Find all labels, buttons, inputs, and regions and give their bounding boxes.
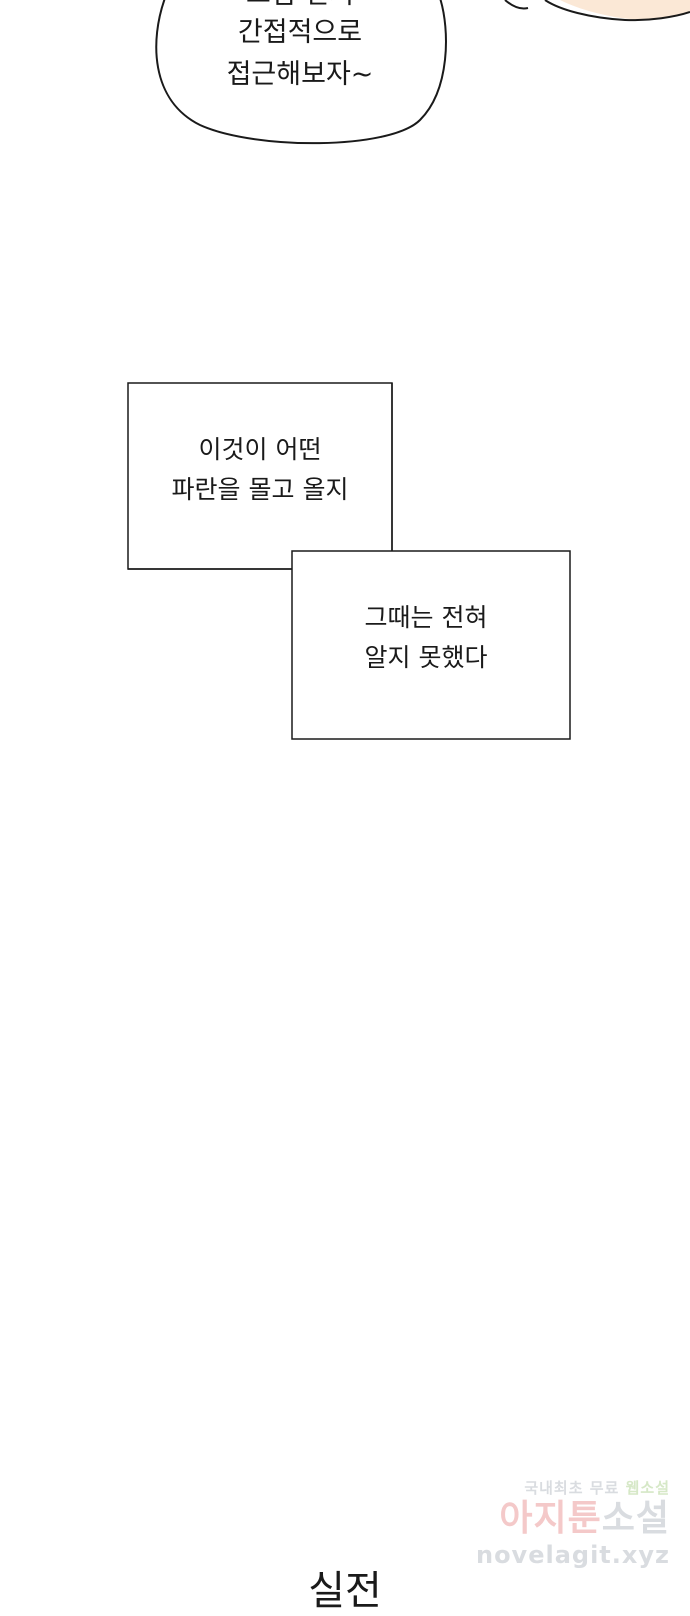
watermark-top-line: 국내최초 무료 웹소설 <box>524 1479 670 1497</box>
bottom-title-text: 실전 <box>308 1568 382 1614</box>
narration-box-2: 그때는 전혀 알지 못했다 <box>292 598 560 678</box>
character-sleeve-fragment <box>560 0 690 21</box>
narration-box-1-line-2: 파란을 몰고 올지 <box>171 475 349 504</box>
narration-box-2-frame <box>291 550 571 740</box>
watermark-url: novelagit.xyz <box>475 1541 670 1569</box>
site-watermark: 국내최초 무료 웹소설 아지툰소설 novelagit.xyz <box>460 1478 670 1570</box>
speech-bubble-partial-line: 그럼 먼저 <box>160 0 440 14</box>
narration-box-1: 이것이 어떤 파란을 몰고 올지 <box>128 430 392 510</box>
speech-bubble-line-1: 간접적으로 <box>237 17 363 48</box>
narration-box-2-line-1: 그때는 전혀 <box>364 603 488 632</box>
narration-box-2-line-2: 알지 못했다 <box>364 643 488 672</box>
speech-bubble-outline <box>155 0 447 145</box>
watermark-top-accent: 웹소설 <box>625 1479 670 1497</box>
narration-box-1-line-1: 이것이 어떤 <box>198 435 322 464</box>
speech-bubble-line-2: 접근해보자~ <box>226 59 374 90</box>
watermark-brand: 아지툰소설 <box>499 1498 670 1539</box>
watermark-brand-accent: 소설 <box>601 1498 670 1539</box>
character-sleeve-outline <box>504 0 690 22</box>
narration-overlap-mask <box>293 552 391 568</box>
